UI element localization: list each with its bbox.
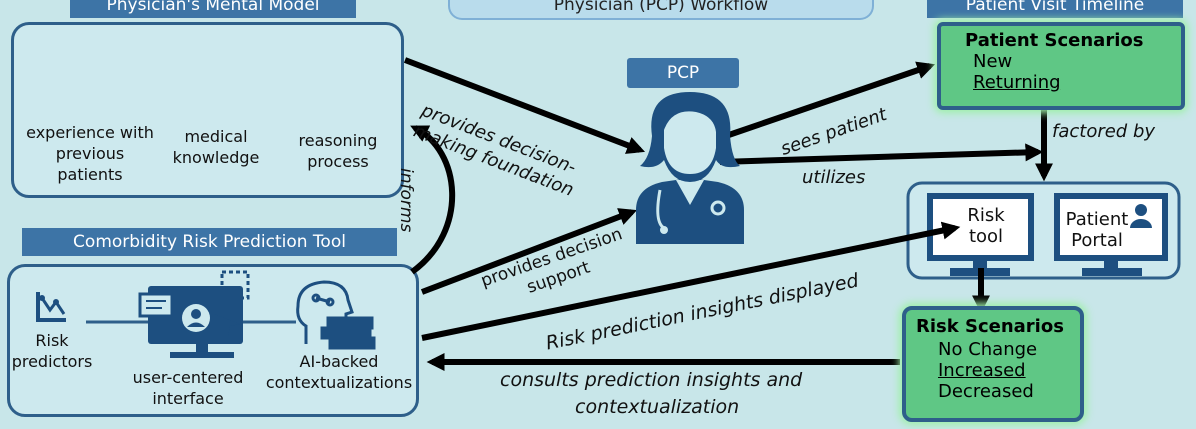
- reasoning-process-label: reasoning process: [298, 131, 378, 171]
- user-interface-monitor-icon: [138, 270, 250, 358]
- experience-label: experience with previous patients: [26, 123, 154, 184]
- mental-model-header: Physician's Mental Model: [70, 0, 356, 18]
- arrow-informs: [410, 125, 456, 275]
- risk-scenarios-title: Risk Scenarios: [916, 316, 1064, 337]
- pcp-label: PCP: [627, 58, 739, 88]
- risk-predictors-icon: [36, 292, 66, 322]
- user-centered-interface-label: user-centered interface: [132, 368, 244, 408]
- ai-head-books-icon: [296, 280, 376, 350]
- patient-scenario-new: New: [973, 51, 1013, 72]
- mental-model-panel: [11, 22, 404, 198]
- risk-scenario-increased: Increased: [938, 360, 1026, 381]
- factored-label: factored by: [1052, 121, 1156, 142]
- informs-label: informs: [396, 168, 416, 233]
- patient-scenarios-title: Patient Scenarios: [965, 30, 1144, 51]
- workflow-header: Physician (PCP) Workflow: [448, 0, 874, 20]
- risk-scenarios-box: Risk Scenarios No Change Increased Decre…: [902, 306, 1084, 422]
- doctor-icon: [636, 92, 744, 244]
- consults-label-line2: contextualization: [575, 396, 740, 418]
- patient-scenarios-box: Patient Scenarios New Returning: [937, 22, 1185, 110]
- risk-scenario-decreased: Decreased: [938, 381, 1034, 402]
- arrow-sees-patient: [719, 61, 936, 141]
- user-icon: [1135, 204, 1147, 216]
- patient-scenario-returning: Returning: [973, 72, 1061, 93]
- patient-portal-monitor: [1054, 193, 1168, 276]
- risk-scenario-no-change: No Change: [938, 339, 1038, 360]
- medical-knowledge-label: medical knowledge: [172, 127, 260, 167]
- patient-portal-screen-label: Patient Portal: [1065, 209, 1129, 251]
- utilizes-label: utilizes: [802, 167, 866, 188]
- arrow-foundation: [403, 57, 646, 154]
- arrow-support: [420, 208, 638, 295]
- risk-predictors-label: Risk predictors: [11, 331, 93, 371]
- arrow-utilizes: [719, 143, 1044, 165]
- risk-tool-header: Comorbidity Risk Prediction Tool: [22, 228, 397, 256]
- timeline-header: Patient Visit Timeline: [927, 0, 1183, 18]
- consults-label-line1: consults prediction insights and: [500, 369, 803, 391]
- arrows: [403, 57, 1053, 371]
- risk-tool-screen-label: Risk tool: [967, 205, 1005, 247]
- arrow-displayed: [421, 221, 961, 341]
- ai-contextualizations-label: AI-backed contextualizations: [265, 352, 413, 392]
- screens-group: [906, 181, 1181, 280]
